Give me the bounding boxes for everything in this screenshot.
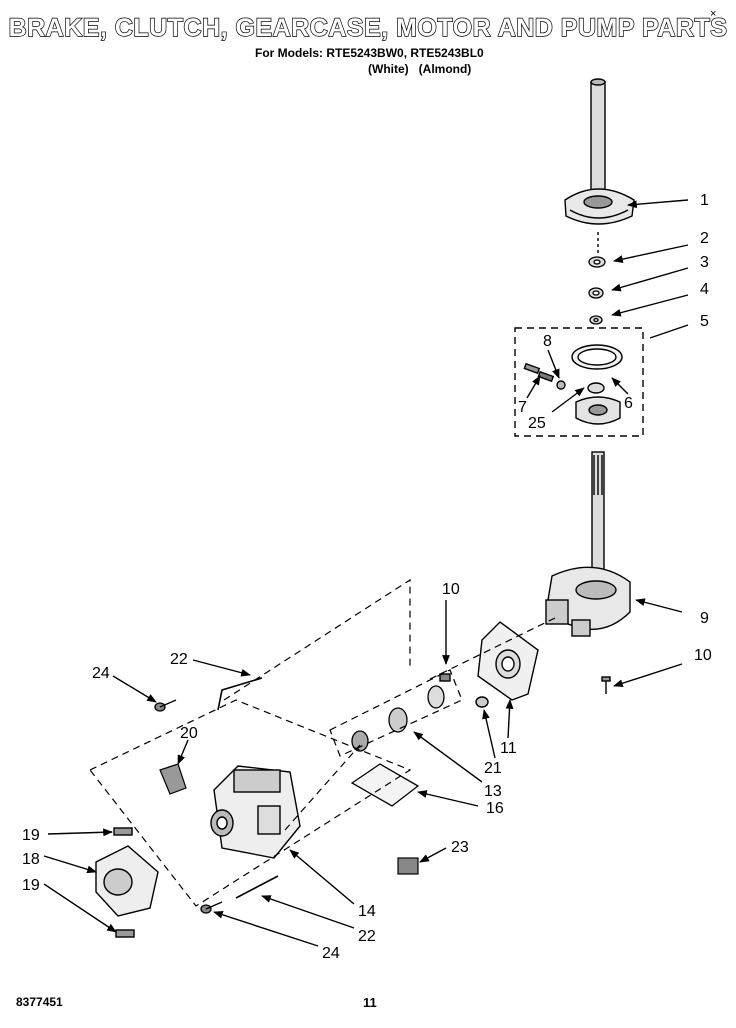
callout-18: 18: [22, 851, 40, 868]
models-line: For Models: RTE5243BW0, RTE5243BL0: [255, 46, 484, 60]
leader-3: [611, 267, 689, 292]
callout-4: 4: [700, 281, 709, 298]
leader-20: [177, 739, 189, 765]
callout-7: 7: [518, 399, 527, 416]
leader-24b: [213, 911, 319, 947]
callout-23: 23: [451, 839, 469, 856]
leader-1: [627, 199, 689, 209]
gearcase-drawing: [545, 451, 631, 694]
callout-19a: 19: [22, 827, 40, 844]
washers-drawing: [588, 256, 606, 325]
callout-22a: 22: [170, 651, 188, 668]
motor-shield-drawing: [95, 827, 159, 938]
assembly-dashed-lines: [89, 578, 556, 907]
leader-5: [649, 324, 689, 339]
callout-20: 20: [180, 725, 198, 742]
callout-22b: 22: [358, 928, 376, 945]
brake-shaft-assembly-drawing: [564, 78, 635, 255]
leader-10b: [613, 663, 683, 688]
callout-9: 9: [700, 610, 709, 627]
callout-25: 25: [528, 415, 546, 432]
callout-10a: 10: [442, 581, 460, 598]
leader-16: [417, 790, 479, 807]
callout-24b: 24: [322, 945, 340, 962]
leader-24a: [112, 675, 157, 703]
leader-lines: [43, 199, 689, 947]
clutch-kit-box: [514, 327, 644, 437]
leader-2: [613, 244, 689, 263]
callout-8: 8: [543, 333, 552, 350]
callout-24a: 24: [92, 665, 110, 682]
callout-10b: 10: [694, 647, 712, 664]
leader-8: [547, 349, 560, 379]
leader-7: [526, 375, 541, 399]
leader-21: [482, 709, 496, 759]
leader-4: [611, 294, 689, 317]
leader-13: [413, 731, 483, 783]
clip-drawing: [397, 857, 419, 875]
leader-9: [635, 598, 683, 613]
clutch-drawing: [523, 344, 623, 425]
pump-impellers-drawing: [351, 685, 445, 752]
callout-14: 14: [358, 903, 376, 920]
leader-6: [611, 377, 629, 395]
callout-labels: 1 2 3 4 5 6 7 8 25 9 10 10 11 21 13 16 2…: [22, 192, 712, 962]
pump-cover-drawing: [439, 621, 539, 708]
callout-2: 2: [700, 230, 709, 247]
leader-11: [505, 699, 514, 739]
leader-25: [551, 387, 585, 413]
corner-mark: ×: [710, 8, 717, 20]
document-number: 8377451: [16, 995, 63, 1009]
page-title: BRAKE, CLUTCH, GEARCASE, MOTOR AND PUMP …: [8, 13, 728, 42]
colors-line: (White) (Almond): [368, 62, 472, 76]
leader-14: [289, 849, 355, 905]
callout-3: 3: [700, 254, 709, 271]
switch-drawing: [159, 763, 187, 795]
callout-1: 1: [700, 192, 709, 209]
callout-13: 13: [484, 783, 502, 800]
callout-5: 5: [700, 313, 709, 330]
leader-22b: [261, 895, 355, 929]
cord-drawing: [217, 677, 279, 899]
motor-drawing: [210, 765, 301, 859]
leader-19a: [47, 828, 113, 837]
screws-drawing: [154, 699, 223, 914]
callout-6: 6: [624, 395, 633, 412]
leader-18: [43, 855, 97, 874]
leader-23: [419, 847, 447, 863]
callout-16: 16: [486, 800, 504, 817]
gasket-drawing: [350, 763, 420, 807]
leader-19b: [43, 883, 117, 933]
page-number: 11: [363, 995, 377, 1010]
callout-21: 21: [484, 760, 502, 777]
callout-11: 11: [500, 740, 517, 757]
callout-19b: 19: [22, 877, 40, 894]
leader-22a: [192, 659, 251, 677]
